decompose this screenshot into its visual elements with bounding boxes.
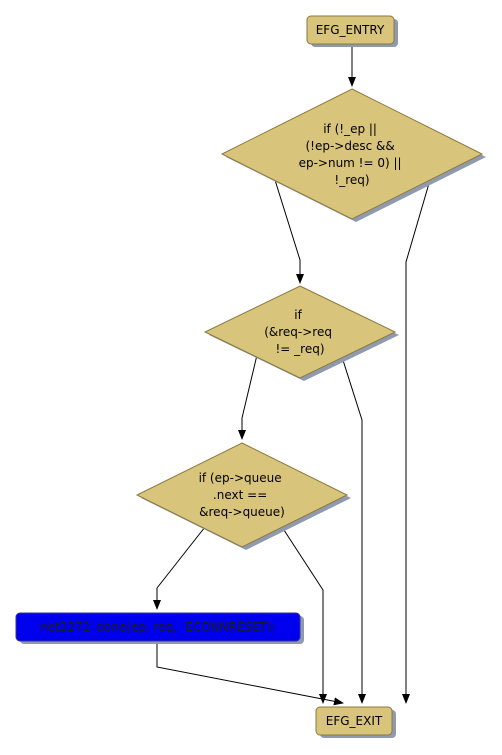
node-label: EFG_ENTRY [316, 23, 385, 37]
edge-cond3-to-call [153, 526, 206, 610]
edge-cond1-to-exit [402, 179, 431, 704]
node-label-line: ep->num != 0) || [299, 156, 402, 170]
node-label-line: if [294, 308, 302, 322]
node-efg-exit[interactable]: EFG_EXIT [315, 706, 396, 738]
node-condition-req-mismatch[interactable]: if (&req->req != _req) [203, 285, 399, 381]
node-label-line: != _req) [275, 342, 324, 356]
node-box [15, 612, 301, 642]
node-box [315, 706, 393, 736]
node-label: EFG_EXIT [326, 714, 383, 728]
node-condition-ep-desc-req[interactable]: if (!_ep || (!ep->desc && ep->num != 0) … [220, 88, 486, 222]
node-label-line: &req->queue) [199, 505, 285, 519]
node-diamond [135, 442, 349, 548]
node-label-line: (!ep->desc && [305, 139, 394, 153]
node-label: if (!_ep || (!ep->desc && ep->num != 0) … [299, 122, 406, 187]
node-label-line: if (!_ep || [323, 122, 377, 136]
node-label-line: .next == [213, 488, 267, 502]
node-condition-queue-next[interactable]: if (ep->queue .next == &req->queue) [135, 442, 351, 550]
node-label-line: if (ep->queue [199, 471, 282, 485]
edge-cond2-to-cond3 [238, 354, 258, 440]
node-label-line: !_req) [334, 173, 369, 187]
edge-cond1-to-cond2 [274, 179, 304, 284]
node-call-net2272-done[interactable]: net2272_done(ep, req, -ECONNRESET); [15, 612, 304, 644]
node-efg-entry[interactable]: EFG_ENTRY [306, 15, 398, 47]
node-label: net2272_done(ep, req, -ECONNRESET); [40, 620, 276, 634]
node-diamond [203, 285, 397, 379]
node-label: if (ep->queue .next == &req->queue) [199, 471, 286, 519]
edges [153, 46, 431, 706]
edge-cond3-to-exit [281, 526, 327, 704]
edge-call-to-exit [156, 642, 344, 706]
node-box [306, 15, 395, 45]
node-label-line: (&req->req [264, 325, 332, 339]
node-label: if (&req->req != _req) [264, 308, 336, 356]
edge-cond2-to-exit [341, 356, 366, 704]
node-diamond [220, 88, 484, 220]
